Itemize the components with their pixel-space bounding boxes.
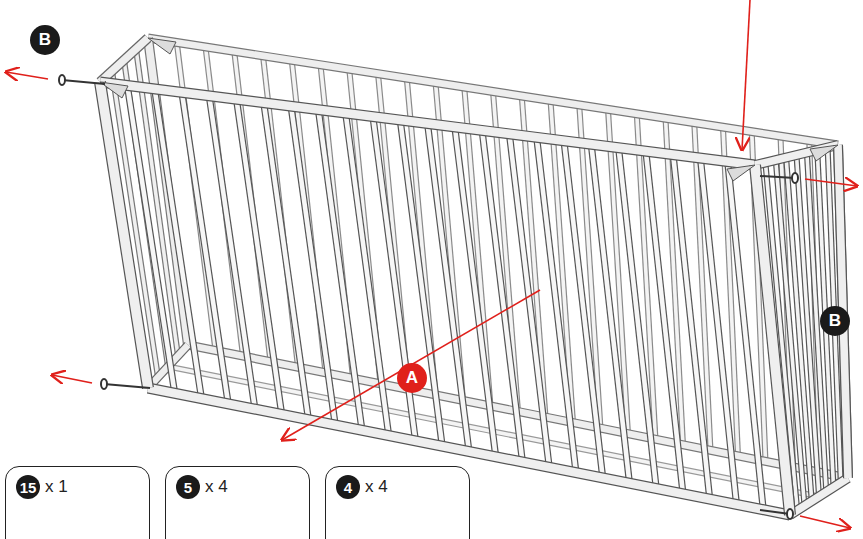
part-quantity: x 4: [365, 475, 388, 499]
crib-front-frame: [100, 38, 848, 515]
part-quantity: x 4: [205, 475, 228, 499]
callout-circle: B: [820, 306, 850, 336]
part-number: 4: [336, 475, 360, 499]
parts-box: 15x 1: [5, 466, 150, 539]
parts-box: 5x 4: [165, 466, 310, 539]
pull-arrows: [6, 0, 857, 528]
parts-box: 4x 4: [325, 466, 470, 539]
part-number: 15: [16, 475, 40, 499]
callout-circle: B: [30, 25, 60, 55]
part-number: 5: [176, 475, 200, 499]
callout-letter: B: [39, 30, 51, 50]
callout-circle: A: [397, 363, 427, 393]
callout-letter: B: [829, 311, 841, 331]
bolts: [59, 75, 798, 519]
part-quantity: x 1: [45, 475, 68, 499]
callout-letter: A: [406, 368, 418, 388]
